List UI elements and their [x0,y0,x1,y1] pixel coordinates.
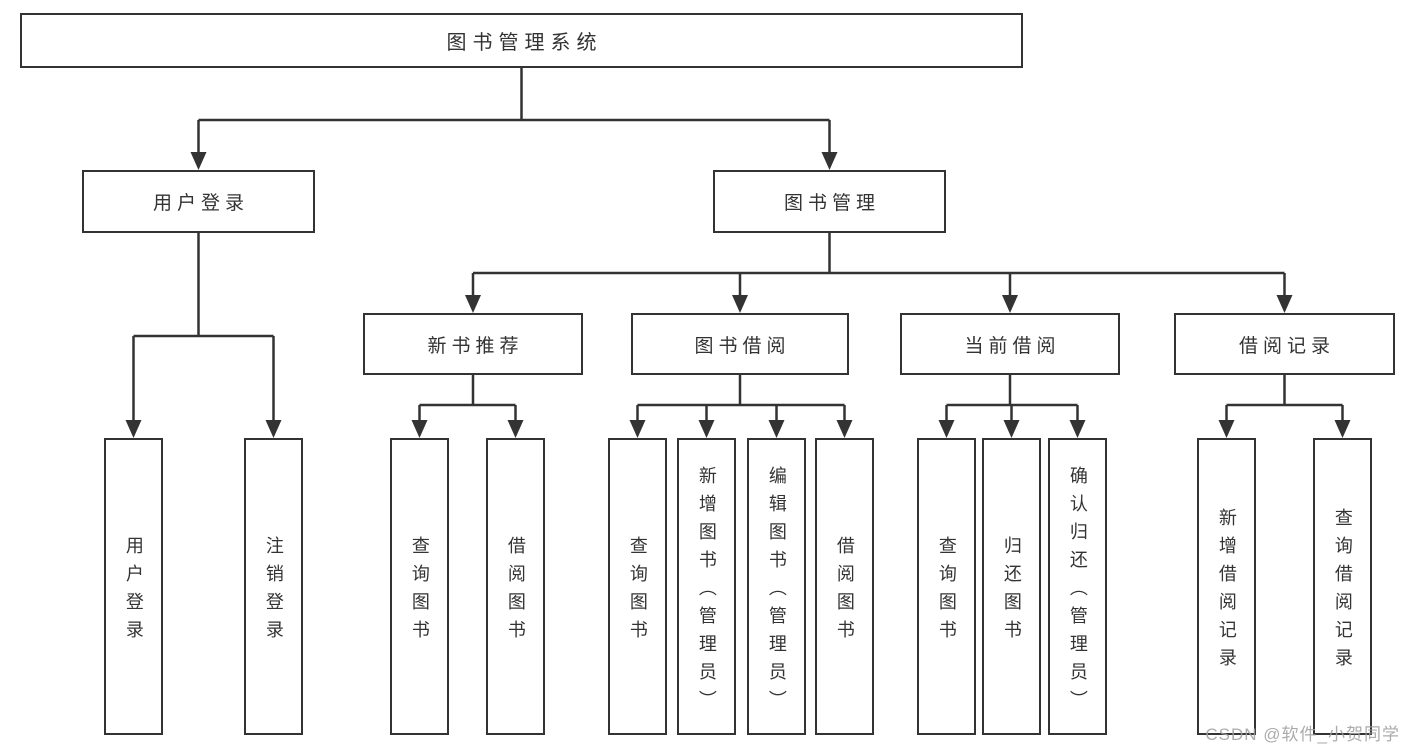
arrowhead [411,420,428,438]
leaf-recommend-query-books: 查询图书 [390,438,449,735]
leaf-borrow-edit-books-admin-label: 编辑图书（管理员） [766,465,787,718]
leaf-records-query-record-label: 查询借阅记录 [1332,507,1353,676]
leaf-current-return-books: 归还图书 [982,438,1041,735]
arrowhead [1003,420,1020,438]
leaf-records-add-record: 新增借阅记录 [1197,438,1256,735]
leaf-current-confirm-return-admin: 确认归还（管理员） [1048,438,1107,735]
node-user-login-label: 用户登录 [152,193,249,214]
leaf-user-login-label: 用户登录 [123,535,144,648]
arrowhead [732,295,748,313]
leaf-borrow-add-books-admin-label: 新增图书（管理员） [696,465,717,718]
node-root: 图书管理系统 [20,13,1023,68]
leaf-borrow-query-books-label: 查询图书 [627,535,648,648]
arrowhead [629,420,646,438]
leaf-user-login: 用户登录 [104,438,163,735]
arrowhead [507,420,524,438]
node-borrow-records: 借阅记录 [1174,313,1395,375]
leaf-current-return-books-label: 归还图书 [1001,535,1022,648]
leaf-recommend-query-books-label: 查询图书 [409,535,430,648]
arrowhead [265,420,282,438]
leaf-recommend-borrow-books-label: 借阅图书 [505,535,526,648]
node-current-borrow-label: 当前借阅 [964,335,1061,357]
node-new-book-recommend: 新书推荐 [363,313,583,375]
leaf-logout-label: 注销登录 [263,535,284,648]
leaf-borrow-edit-books-admin: 编辑图书（管理员） [747,438,806,735]
arrowhead [190,152,207,170]
node-new-book-recommend-label: 新书推荐 [427,335,524,357]
leaf-borrow-borrow-books: 借阅图书 [815,438,874,735]
arrowhead [465,295,481,313]
arrowhead [1069,420,1086,438]
node-borrow-records-label: 借阅记录 [1238,335,1335,357]
node-book-management: 图书管理 [713,170,946,233]
arrowhead [821,152,838,170]
leaf-borrow-add-books-admin: 新增图书（管理员） [677,438,736,735]
leaf-records-query-record: 查询借阅记录 [1313,438,1372,735]
leaf-borrow-query-books: 查询图书 [608,438,667,735]
leaf-logout: 注销登录 [244,438,303,735]
arrowhead [1276,295,1293,313]
connector-path [132,68,1344,426]
leaf-current-query-books: 查询图书 [917,438,976,735]
arrowhead [836,420,853,438]
leaf-recommend-borrow-books: 借阅图书 [486,438,545,735]
node-book-borrow-label: 图书借阅 [694,335,791,357]
arrowhead [1002,295,1018,313]
node-user-login: 用户登录 [82,170,315,233]
arrowhead [125,420,142,438]
node-book-management-label: 图书管理 [783,193,880,214]
leaf-current-query-books-label: 查询图书 [936,535,957,648]
node-root-label: 图书管理系统 [446,32,603,54]
csdn-watermark: CSDN @软件_小贺同学 [1205,725,1400,744]
arrowhead [938,420,955,438]
arrowhead [1334,420,1351,438]
leaf-current-confirm-return-admin-label: 确认归还（管理员） [1067,465,1088,718]
arrowhead [1218,420,1235,438]
leaf-borrow-borrow-books-label: 借阅图书 [834,535,855,648]
node-book-borrow: 图书借阅 [631,313,849,375]
arrowhead [768,420,785,438]
leaf-records-add-record-label: 新增借阅记录 [1216,507,1237,676]
arrowhead [698,420,715,438]
node-current-borrow: 当前借阅 [900,313,1120,375]
